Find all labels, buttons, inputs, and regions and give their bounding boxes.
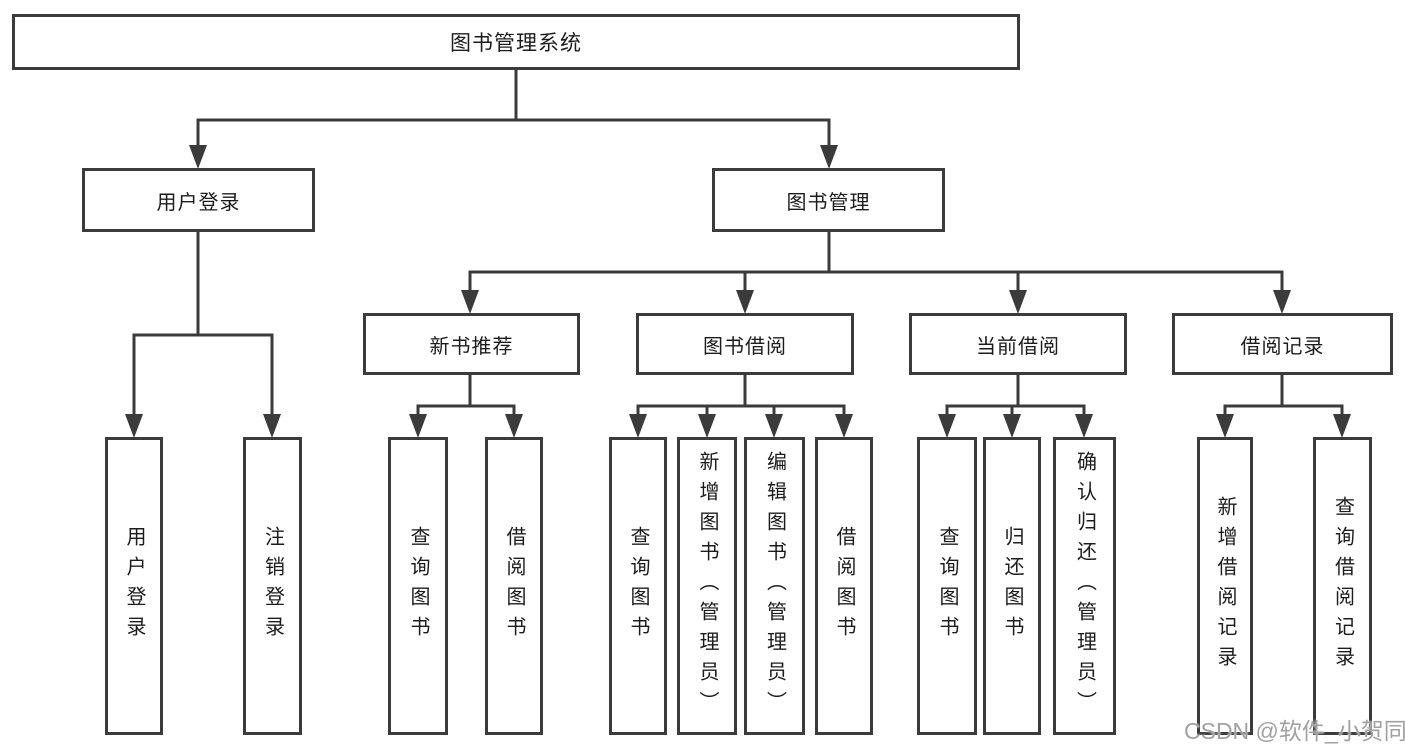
leaf-return-books-label: 归还图书: [1001, 526, 1023, 646]
leaf-query-books-borrow-label: 查询图书: [627, 526, 649, 646]
node-user-login: 用户登录: [82, 168, 315, 232]
csdn-watermark: CSDN @软件_小贺同学: [1184, 718, 1405, 744]
leaf-borrow-books-label: 借阅图书: [833, 526, 855, 646]
node-new-book-recommend: 新书推荐: [363, 313, 580, 375]
leaf-borrow-books-recommend-label: 借阅图书: [503, 526, 525, 646]
leaf-edit-books-admin-label: 编辑图书（管理员）: [763, 451, 786, 721]
leaf-logout: 注销登录: [243, 437, 302, 735]
node-book-borrow: 图书借阅: [636, 313, 854, 375]
leaf-query-books-borrow: 查询图书: [609, 437, 667, 735]
leaf-query-borrow-record: 查询借阅记录: [1313, 437, 1372, 735]
leaf-edit-books-admin: 编辑图书（管理员）: [744, 437, 805, 735]
leaf-add-books-admin: 新增图书（管理员）: [677, 437, 737, 735]
leaf-query-borrow-record-label: 查询借阅记录: [1331, 496, 1354, 676]
leaf-user-login: 用户登录: [105, 437, 163, 735]
leaf-query-books-current: 查询图书: [917, 437, 977, 735]
leaf-query-books-recommend-label: 查询图书: [407, 526, 429, 646]
leaf-add-borrow-record-label: 新增借阅记录: [1214, 496, 1236, 676]
leaf-add-books-admin-label: 新增图书（管理员）: [696, 451, 718, 721]
leaf-confirm-return-admin: 确认归还（管理员）: [1053, 437, 1116, 735]
leaf-borrow-books: 借阅图书: [815, 437, 873, 735]
node-borrow-records: 借阅记录: [1172, 313, 1393, 375]
node-library-system: 图书管理系统: [12, 14, 1020, 70]
leaf-borrow-books-recommend: 借阅图书: [485, 437, 543, 735]
node-current-borrow: 当前借阅: [909, 313, 1127, 375]
leaf-user-login-label: 用户登录: [123, 526, 145, 646]
leaf-add-borrow-record: 新增借阅记录: [1197, 437, 1253, 735]
leaf-confirm-return-admin-label: 确认归还（管理员）: [1073, 451, 1096, 721]
leaf-logout-label: 注销登录: [261, 526, 284, 646]
leaf-query-books-current-label: 查询图书: [936, 526, 958, 646]
leaf-return-books: 归还图书: [983, 437, 1041, 735]
node-book-management: 图书管理: [712, 168, 945, 232]
leaf-query-books-recommend: 查询图书: [388, 437, 448, 735]
